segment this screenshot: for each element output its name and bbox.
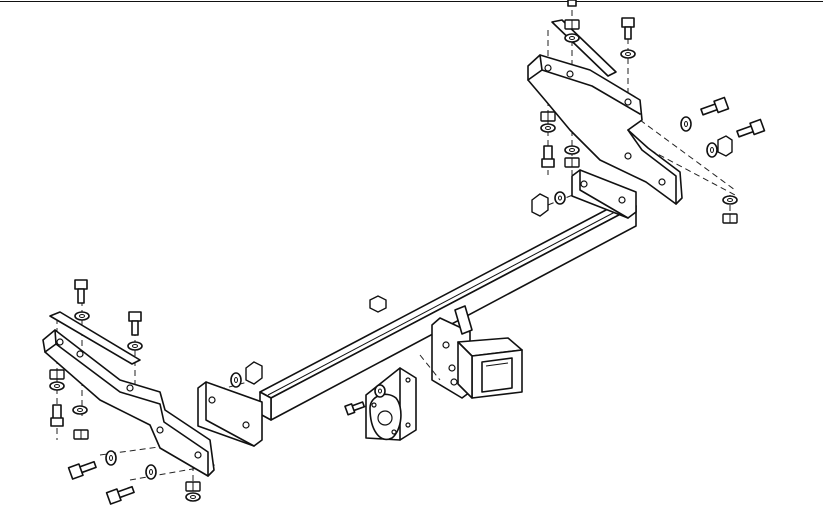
nut [564, 157, 580, 168]
bolt [50, 404, 64, 427]
washers [49, 33, 738, 502]
bolts [50, 0, 766, 505]
washer [74, 311, 90, 321]
bolt [700, 96, 730, 116]
bolt [541, 145, 555, 168]
bolt [128, 311, 142, 336]
nut [369, 295, 387, 313]
washer [564, 145, 580, 155]
washer [127, 341, 143, 351]
washer [554, 191, 566, 205]
nut [531, 193, 549, 217]
nut [722, 213, 738, 224]
washer [706, 142, 718, 158]
wiring-socket-plate [365, 367, 417, 441]
bolt [67, 460, 97, 480]
nut [49, 369, 65, 380]
bolt [736, 118, 766, 138]
bolt [621, 17, 635, 40]
right-end-plate [571, 169, 637, 219]
bolt [567, 0, 577, 7]
washer [49, 381, 65, 391]
washer [185, 492, 201, 502]
nut [185, 481, 201, 492]
bolt [74, 279, 88, 304]
washer [620, 49, 636, 59]
washer [540, 123, 556, 133]
washer [145, 464, 157, 480]
nut [73, 429, 89, 440]
washer [72, 405, 88, 415]
washer [722, 195, 738, 205]
washer [374, 384, 386, 398]
washer [105, 450, 117, 466]
nut [717, 135, 733, 157]
nut [540, 111, 556, 122]
left-end-plate [197, 381, 263, 447]
bolt [105, 485, 135, 505]
washer [564, 33, 580, 43]
nut [564, 19, 580, 30]
washer [230, 372, 242, 388]
nuts [49, 19, 738, 492]
nut [245, 361, 263, 385]
washer [680, 116, 692, 132]
receiver-hitch [419, 305, 523, 399]
bolt [344, 401, 366, 416]
left-side-bracket [42, 311, 215, 477]
